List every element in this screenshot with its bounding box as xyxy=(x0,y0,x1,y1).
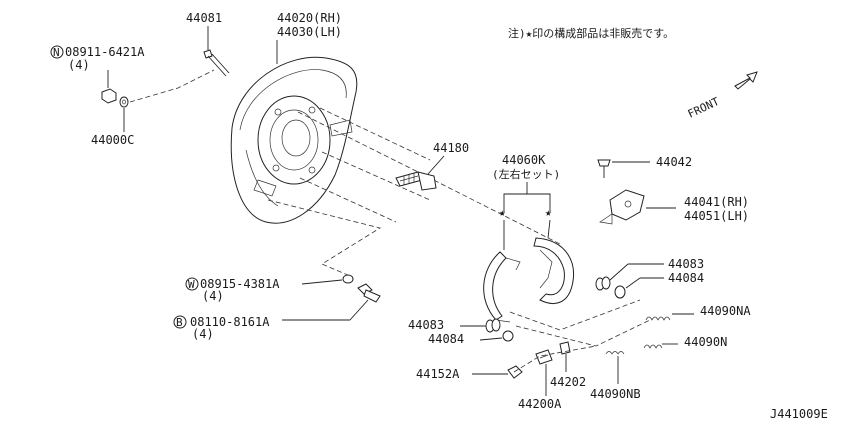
label-44090n: 44090N xyxy=(684,335,727,349)
label-08915: 08915-4381A xyxy=(200,277,280,291)
brake-shoe-rear xyxy=(533,237,574,304)
cup-44084-left xyxy=(502,330,514,342)
prefix-n-icon: N xyxy=(50,45,64,59)
label-08110: 08110-8161A xyxy=(190,315,270,329)
label-44083-left: 44083 xyxy=(408,318,444,332)
front-label: FRONT xyxy=(686,95,722,121)
cup-44084-right xyxy=(614,285,626,299)
spring-44083-right xyxy=(595,276,611,291)
label-44200a: 44200A xyxy=(518,397,562,411)
part-44152a xyxy=(507,365,523,379)
label-44202: 44202 xyxy=(550,375,586,389)
spring-44090nb xyxy=(605,351,625,355)
label-08915-qty: (4) xyxy=(202,289,224,303)
backing-plate xyxy=(230,56,358,224)
label-44060k-sub: (左右セット) xyxy=(492,167,560,181)
label-08911: 08911-6421A xyxy=(65,45,145,59)
pin-44042 xyxy=(597,159,611,178)
brake-shoe-front xyxy=(483,251,521,323)
prefix-b-icon: B xyxy=(173,315,187,329)
label-44180: 44180 xyxy=(433,141,469,155)
bolt-44081 xyxy=(203,49,230,77)
star-marker-icon: ★ xyxy=(545,206,552,219)
non-sale-note: 注)★印の構成部品は非販売です。 xyxy=(508,26,674,40)
front-arrow-icon xyxy=(734,71,758,90)
label-44030: 44030(LH) xyxy=(277,25,342,39)
bracket-44041 xyxy=(599,189,645,225)
label-44081: 44081 xyxy=(186,11,222,25)
washer-44000c xyxy=(119,96,129,108)
washer-08915 xyxy=(342,274,354,284)
spring-44090n xyxy=(643,344,663,349)
label-44090nb: 44090NB xyxy=(590,387,641,401)
part-44200a xyxy=(535,349,553,365)
svg-text:W: W xyxy=(188,278,195,291)
star-marker-icon: ★ xyxy=(499,206,506,219)
label-44083-right: 44083 xyxy=(668,257,704,271)
label-44152a: 44152A xyxy=(416,367,460,381)
svg-text:B: B xyxy=(176,316,183,329)
label-08911-qty: (4) xyxy=(68,58,90,72)
label-44000c: 44000C xyxy=(91,133,134,147)
label-44042: 44042 xyxy=(656,155,692,169)
label-44051: 44051(LH) xyxy=(684,209,749,223)
label-44041: 44041(RH) xyxy=(684,195,749,209)
label-44090na: 44090NA xyxy=(700,304,751,318)
bolt-08110 xyxy=(357,283,381,303)
spring-44083-left xyxy=(485,318,501,333)
label-44084-right: 44084 xyxy=(668,271,704,285)
adjuster-44180 xyxy=(395,171,437,191)
svg-text:N: N xyxy=(53,46,60,59)
spring-44090na xyxy=(645,316,671,321)
label-44060k: 44060K xyxy=(502,153,546,167)
label-08110-qty: (4) xyxy=(192,327,214,341)
diagram-code: J441009E xyxy=(770,407,828,421)
nut-08911 xyxy=(101,88,117,104)
label-44020: 44020(RH) xyxy=(277,11,342,25)
label-44084-left: 44084 xyxy=(428,332,464,346)
prefix-w-icon: W xyxy=(185,277,199,291)
